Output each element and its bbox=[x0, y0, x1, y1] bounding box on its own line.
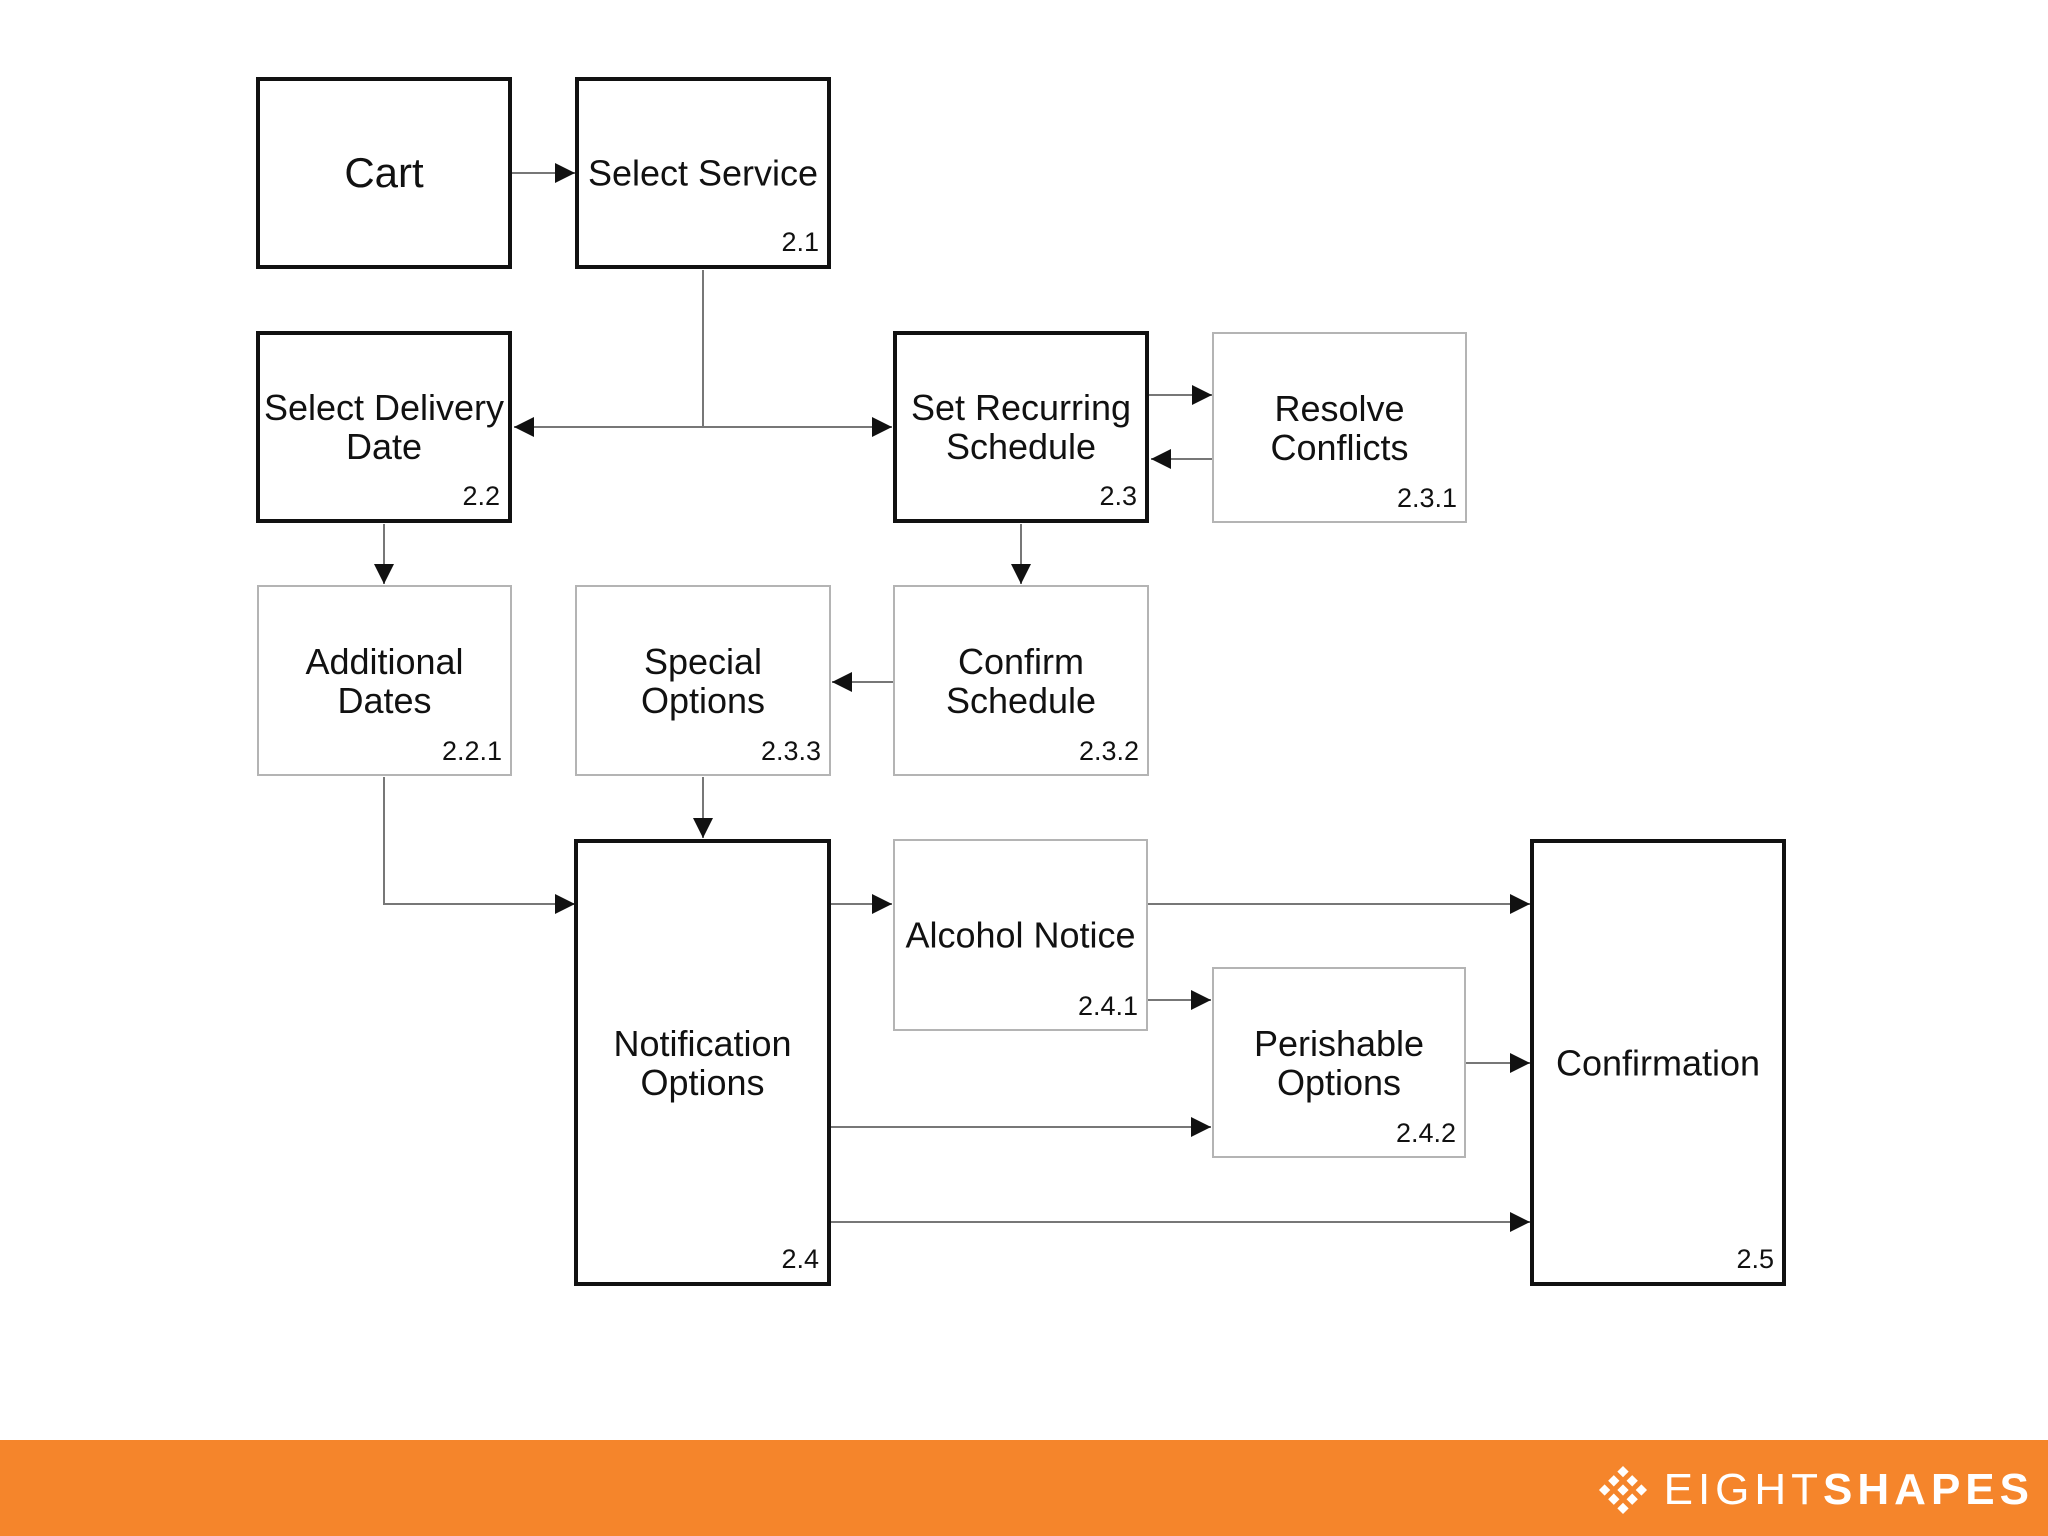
node-special-options-label: Special Options bbox=[640, 640, 766, 721]
flow-diagram: Cart Select Service 2.1 Select Delivery … bbox=[256, 77, 1786, 1286]
node-special-options-number: 2.3.3 bbox=[760, 736, 821, 766]
node-alcohol-notice-label: Alcohol Notice bbox=[905, 914, 1136, 956]
node-confirm-schedule-number: 2.3.2 bbox=[1078, 736, 1139, 766]
node-alcohol-notice-number: 2.4.1 bbox=[1077, 991, 1138, 1021]
node-resolve-conflicts-label: Resolve Conflicts bbox=[1270, 387, 1409, 468]
node-notification-options-label: Notification Options bbox=[613, 1022, 792, 1103]
node-notification-options: Notification Options 2.4 bbox=[574, 839, 831, 1286]
node-confirmation: Confirmation 2.5 bbox=[1530, 839, 1786, 1286]
node-select-service: Select Service 2.1 bbox=[575, 77, 831, 269]
node-set-recurring-schedule-number: 2.3 bbox=[1099, 481, 1137, 511]
node-special-options: Special Options 2.3.3 bbox=[575, 585, 831, 776]
node-additional-dates: Additional Dates 2.2.1 bbox=[257, 585, 512, 776]
node-resolve-conflicts: Resolve Conflicts 2.3.1 bbox=[1212, 332, 1467, 523]
node-confirm-schedule: Confirm Schedule 2.3.2 bbox=[893, 585, 1149, 776]
brand-logo: EIGHTSHAPES bbox=[1596, 1464, 2034, 1516]
node-set-recurring-schedule-label: Set Recurring Schedule bbox=[910, 387, 1132, 467]
node-cart: Cart bbox=[256, 77, 512, 269]
node-perishable-options: Perishable Options 2.4.2 bbox=[1212, 967, 1466, 1158]
node-confirmation-number: 2.5 bbox=[1736, 1244, 1774, 1274]
node-notification-options-number: 2.4 bbox=[781, 1244, 819, 1274]
node-perishable-options-label: Perishable Options bbox=[1253, 1022, 1425, 1103]
node-additional-dates-label: Additional Dates bbox=[305, 640, 464, 721]
node-additional-dates-number: 2.2.1 bbox=[441, 736, 502, 766]
node-confirmation-label: Confirmation bbox=[1555, 1042, 1761, 1083]
node-alcohol-notice: Alcohol Notice 2.4.1 bbox=[893, 839, 1148, 1031]
node-resolve-conflicts-number: 2.3.1 bbox=[1396, 483, 1457, 513]
node-select-delivery-date-label: Select Delivery Date bbox=[263, 387, 505, 467]
connector-lines bbox=[374, 163, 1530, 1232]
node-select-delivery-date-number: 2.2 bbox=[462, 481, 500, 511]
brand-wordmark: EIGHTSHAPES bbox=[1664, 1464, 2034, 1516]
node-confirm-schedule-label: Confirm Schedule bbox=[945, 640, 1097, 721]
node-select-service-label: Select Service bbox=[587, 152, 819, 194]
diamond-lattice-icon bbox=[1598, 1465, 1647, 1515]
arrow-additional-dates-to-notification bbox=[383, 777, 575, 914]
footer-bar: EIGHTSHAPES bbox=[0, 1440, 2048, 1536]
brand-wordmark-light: EIGHT bbox=[1663, 1465, 1824, 1514]
node-select-delivery-date: Select Delivery Date 2.2 bbox=[256, 331, 512, 523]
node-select-service-number: 2.1 bbox=[781, 227, 819, 257]
brand-wordmark-bold: SHAPES bbox=[1823, 1465, 2034, 1514]
node-perishable-options-number: 2.4.2 bbox=[1395, 1118, 1456, 1148]
node-set-recurring-schedule: Set Recurring Schedule 2.3 bbox=[893, 331, 1149, 523]
node-cart-label: Cart bbox=[344, 149, 424, 196]
